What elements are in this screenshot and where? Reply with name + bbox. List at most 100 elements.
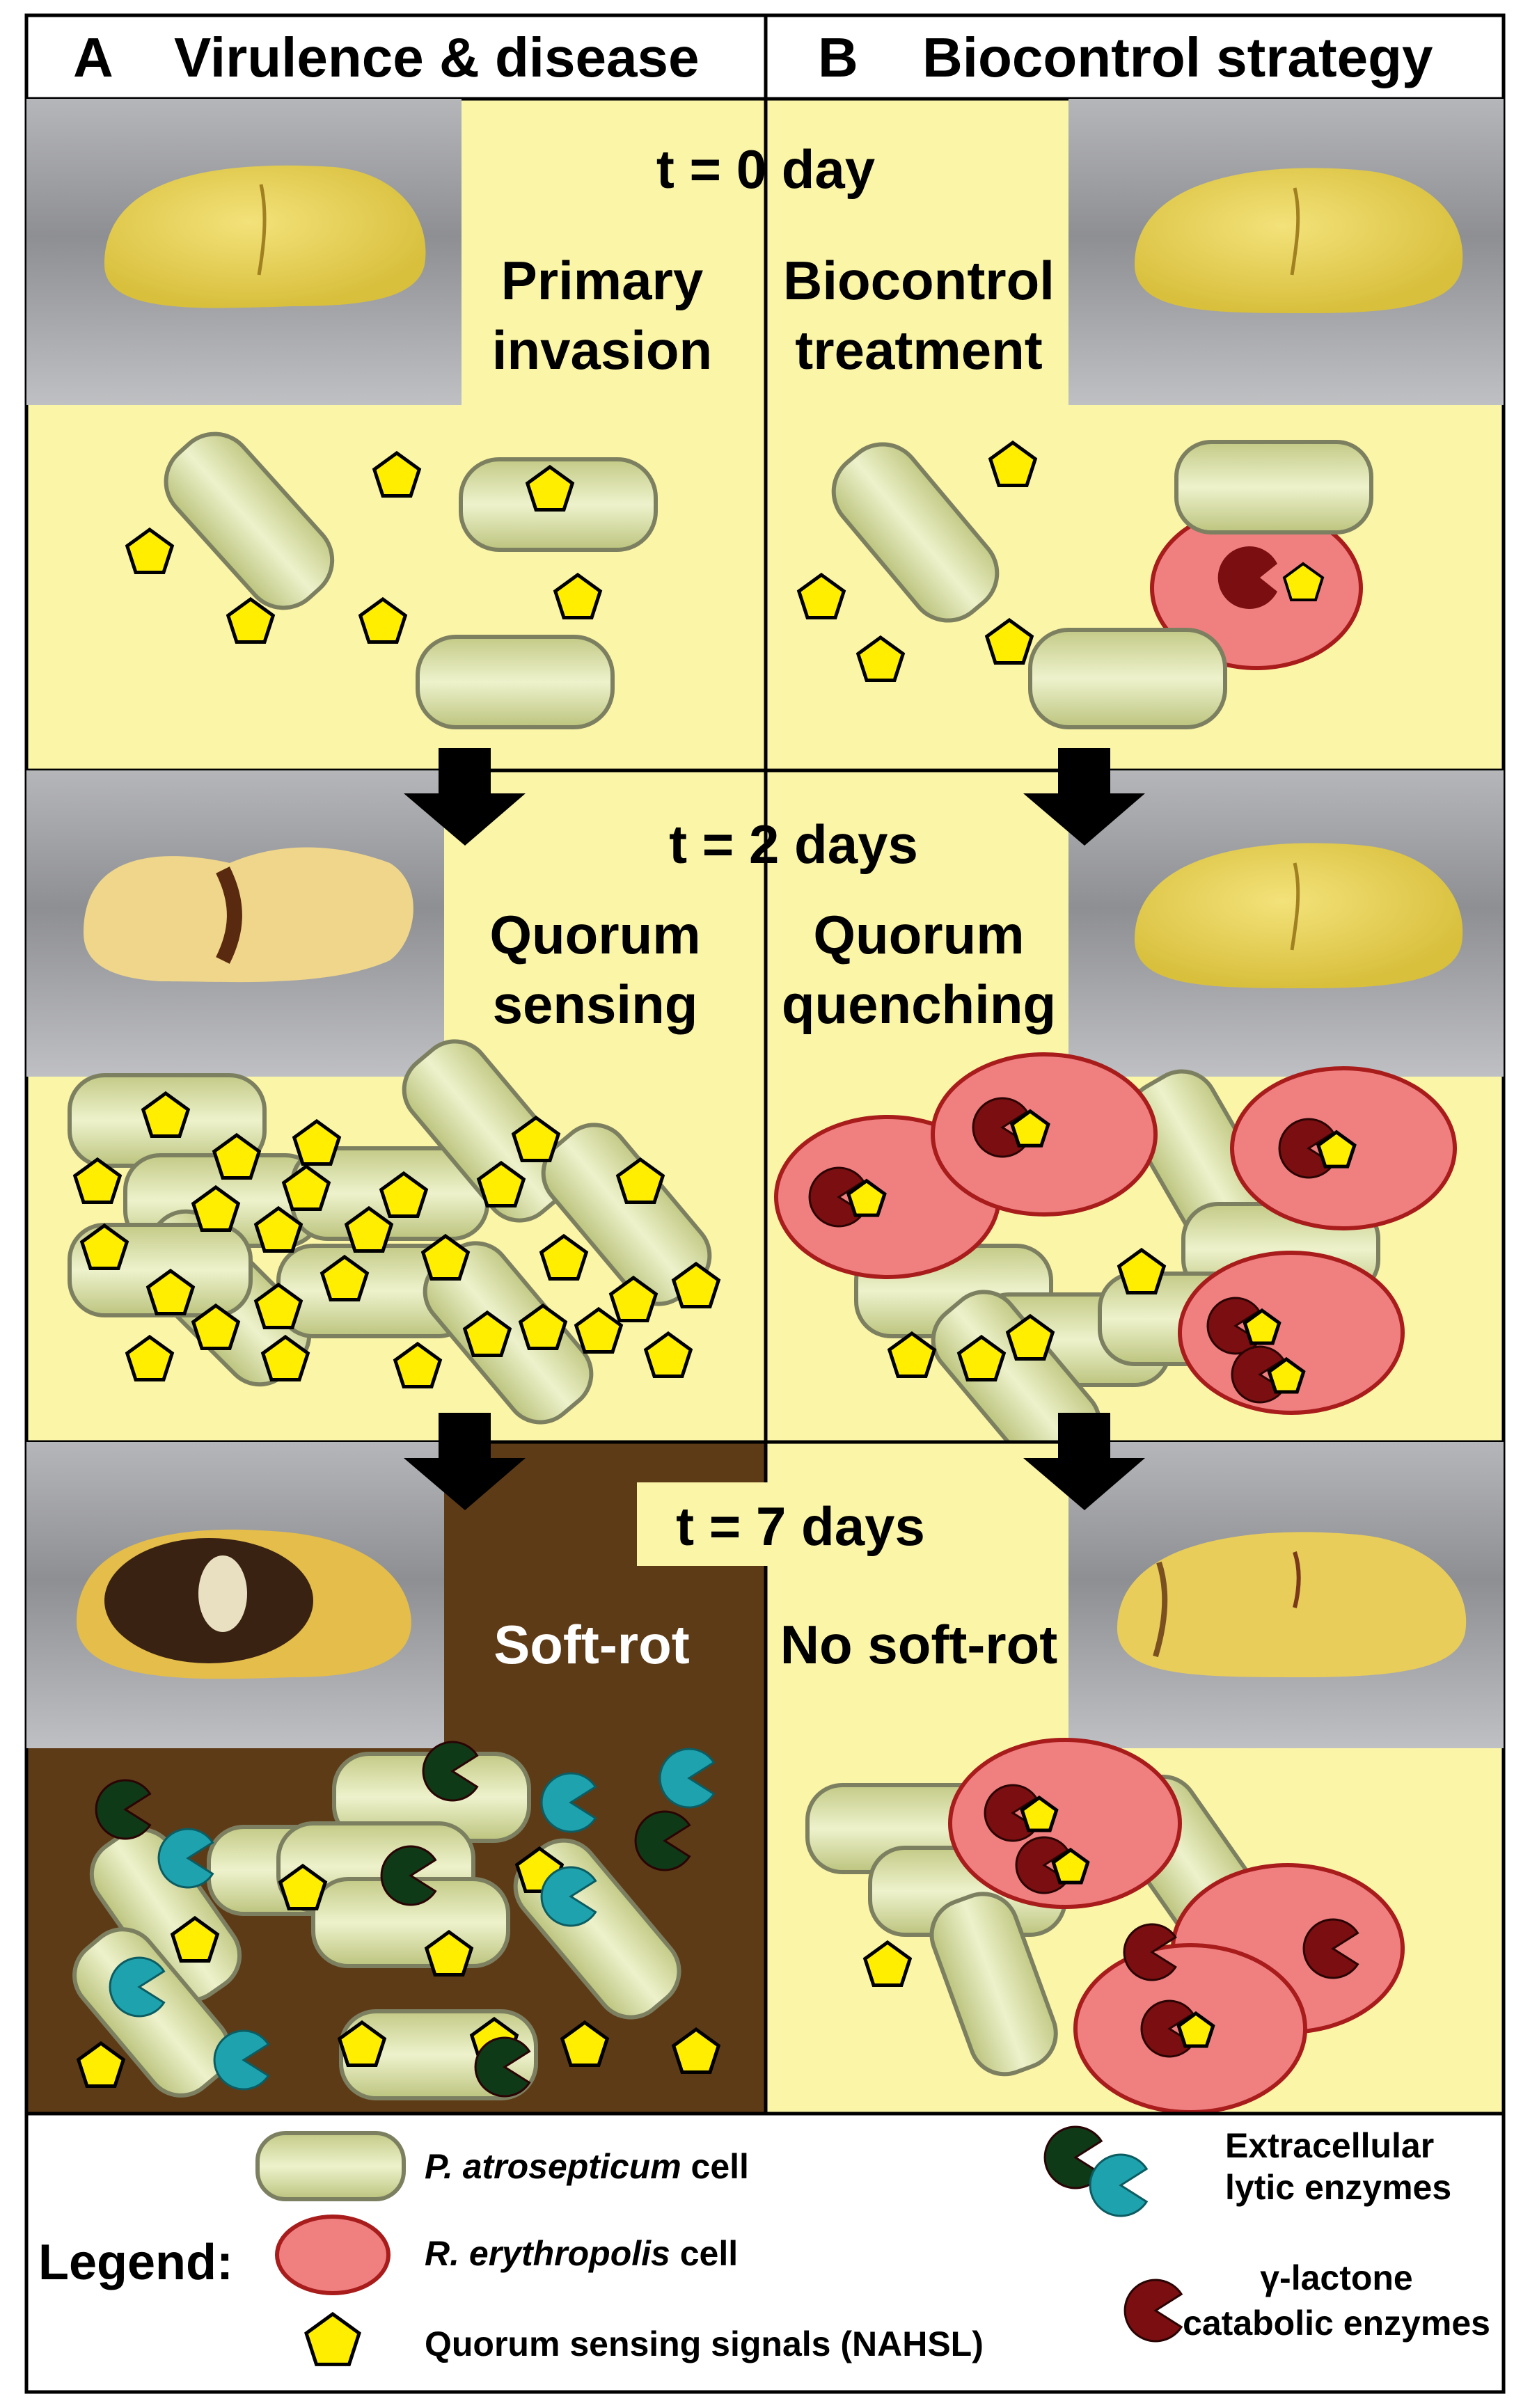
pacman-enzyme-icon <box>109 1956 166 2018</box>
time-label-7: t = 7 days <box>676 1496 925 1557</box>
row1-a-line1: Quorum <box>489 904 700 965</box>
legend-re-cell-swatch <box>275 2215 391 2295</box>
pentagon-signal-icon <box>615 1157 665 1204</box>
legend-title: Legend: <box>38 2235 233 2290</box>
pentagon-signal-icon <box>796 572 846 619</box>
pentagon-signal-icon <box>212 1132 262 1180</box>
lactone-enzyme-eating-signal <box>1217 546 1325 609</box>
potato-photo-a3 <box>26 1442 444 1748</box>
legend-lytic-line2: lytic enzymes <box>1225 2168 1451 2207</box>
pentagon-signal-icon <box>643 1331 693 1378</box>
pentagon-signal-icon <box>226 596 276 644</box>
pacman-enzyme-icon <box>1123 2279 1183 2343</box>
row0-b-line2: treatment <box>795 319 1042 381</box>
pentagon-signal-icon <box>170 1915 220 1963</box>
pa-cell <box>1028 628 1227 729</box>
down-arrow-icon <box>404 748 526 846</box>
re-cell <box>948 1738 1182 1909</box>
pacman-enzyme-icon <box>1089 2153 1149 2217</box>
pentagon-signal-icon <box>393 1341 443 1388</box>
pacman-enzyme-icon <box>1231 1345 1285 1404</box>
pa-cell <box>929 1892 1058 2077</box>
pacman-enzyme-icon <box>95 1779 152 1840</box>
pentagon-signal-icon <box>292 1118 342 1166</box>
pentagon-signal-icon <box>260 1334 310 1381</box>
pacman-enzyme-icon <box>157 1828 214 1889</box>
pentagon-signal-icon <box>1005 1313 1055 1361</box>
pentagon-signal-icon <box>846 1178 887 1217</box>
pentagon-signal-icon <box>344 1205 394 1253</box>
pentagon-signal-icon <box>887 1331 937 1378</box>
pacman-enzyme-icon <box>984 1784 1038 1842</box>
pa-cell <box>1174 440 1373 534</box>
col-a-title: Virulence & disease <box>174 26 700 88</box>
pacman-enzyme-icon <box>380 1845 437 1906</box>
pentagon-signal-icon <box>855 635 906 682</box>
pentagon-signal-icon <box>1267 1356 1306 1394</box>
legend: Legend: P. atrosepticum cell R. erythrop… <box>24 2112 1506 2394</box>
pentagon-signal-icon <box>518 1303 568 1350</box>
pentagon-signal-icon <box>1009 1109 1050 1148</box>
pentagon-signal-icon <box>671 2027 721 2074</box>
pentagon-signal-icon <box>420 1233 471 1281</box>
pentagon-signal-icon <box>462 1310 512 1357</box>
pacman-enzyme-icon <box>540 1866 597 1927</box>
potato-photo-b2 <box>1068 770 1504 1077</box>
potato-photo-b3 <box>1068 1442 1504 1748</box>
pentagon-signal-icon <box>574 1306 624 1354</box>
legend-enzyme-swatches <box>1043 2125 1183 2343</box>
legend-signal-label: Quorum sensing signals (NAHSL) <box>425 2324 984 2363</box>
time-label-bg <box>637 1482 964 1566</box>
row1-b-line1: Quorum <box>813 904 1024 965</box>
pentagon-signal-icon <box>525 464 575 512</box>
pentagon-signal-icon <box>372 450 422 498</box>
legend-re-label: R. erythropolis cell <box>425 2234 738 2273</box>
legend-lactone-line1: γ-lactone <box>1260 2258 1413 2297</box>
down-arrow-icon <box>404 1413 526 1510</box>
pa-cell <box>416 635 615 729</box>
row0-a-line2: invasion <box>492 319 712 381</box>
pacman-enzyme-icon <box>1043 2125 1103 2189</box>
pentagon-signal-icon <box>476 1160 526 1207</box>
pacman-enzyme-icon <box>1278 1118 1335 1179</box>
col-a-letter: A <box>73 26 113 88</box>
potato-photo-a2 <box>26 770 444 1077</box>
pentagon-signal-icon <box>141 1091 191 1138</box>
pentagon-signal-icon <box>253 1282 303 1329</box>
soft-rot-label: Soft-rot <box>494 1614 690 1675</box>
row1-b-line2: quenching <box>782 974 1056 1035</box>
pacman-enzyme-icon <box>808 1166 865 1228</box>
row1-a-line2: sensing <box>493 974 698 1035</box>
pacman-enzyme-icon <box>1140 1999 1194 2058</box>
pentagon-signal-icon <box>337 2020 387 2067</box>
pa-cell <box>164 431 335 610</box>
pentagon-signal-icon <box>560 2020 610 2067</box>
pentagon-signal-icon <box>956 1334 1007 1381</box>
potato-photo-a1 <box>26 99 462 405</box>
pentagon-signal-icon <box>191 1303 241 1350</box>
pentagon-signal-icon <box>125 1334 175 1381</box>
pacman-enzyme-icon <box>1302 1918 1359 1979</box>
pentagon-signal-icon <box>553 572 603 619</box>
col-b-title: Biocontrol strategy <box>922 26 1433 88</box>
pentagon-signal-icon <box>76 2041 126 2088</box>
pentagon-signal-icon <box>358 596 408 644</box>
pacman-enzyme-icon <box>1015 1836 1069 1894</box>
pacman-enzyme-icon <box>1123 1923 1177 1981</box>
legend-signal-swatch <box>304 2311 361 2366</box>
symbol-layer <box>72 440 1359 2098</box>
pacman-enzyme-icon <box>422 1741 479 1802</box>
pentagon-signal-icon <box>304 2311 361 2366</box>
pentagon-signal-icon <box>988 440 1038 487</box>
pentagon-signal-icon <box>984 617 1034 665</box>
pentagon-signal-icon <box>1316 1130 1357 1169</box>
pentagon-signal-icon <box>72 1157 123 1204</box>
pentagon-signal-icon <box>608 1275 658 1322</box>
pacman-enzyme-icon <box>658 1748 716 1809</box>
pacman-enzyme-icon <box>474 2036 531 2098</box>
pentagon-signal-icon <box>511 1115 561 1162</box>
pentagon-signal-icon <box>79 1223 129 1270</box>
pentagon-signal-icon <box>862 1940 913 1987</box>
down-arrow-icon <box>1023 748 1145 846</box>
